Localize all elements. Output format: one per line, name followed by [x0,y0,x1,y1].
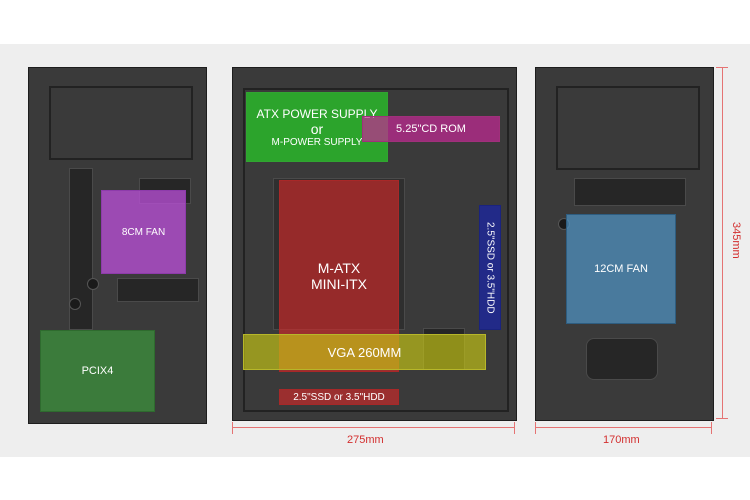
motherboard-label-line2: MINI-ITX [311,276,367,292]
bottom-drive-label: 2.5"SSD or 3.5"HDD [293,391,385,403]
rear-fan-label: 8CM FAN [121,226,166,238]
rear-vent-slot [117,278,199,302]
vga-zone: VGA 260MM [243,334,486,370]
vertical-drive-zone: 2.5"SSD or 3.5"HDD [479,205,501,330]
front-drive-bay [574,178,686,206]
rear-screw-hole [69,298,81,310]
height-dimension-label: 345mm [730,222,742,259]
front-fan-zone: 12CM FAN [566,214,676,324]
front-cutout [586,338,658,380]
depth-tick-right [514,422,515,434]
psu-label-line1: ATX POWER SUPPLY [256,106,378,121]
psu-label-line2: or [310,120,324,137]
bottom-drive-zone: 2.5"SSD or 3.5"HDD [279,389,399,405]
depth-dimension-line [232,427,515,428]
height-tick-top [716,67,728,68]
width-dimension-line [535,427,712,428]
rear-io-slot [69,168,93,330]
psu-label-line3: M-POWER SUPPLY [271,136,363,148]
width-tick-right [711,422,712,434]
pcie-slots-zone: PCIX4 [40,330,155,412]
width-dimension-label: 170mm [603,434,640,446]
height-dimension-line [722,67,723,419]
vga-label: VGA 260MM [327,344,402,360]
height-tick-bottom [716,418,728,419]
width-tick-left [535,422,536,434]
side-inner-frame [243,88,509,412]
front-fan-label: 12CM FAN [594,263,648,275]
rear-fan-zone: 8CM FAN [101,190,186,274]
vertical-drive-label: 2.5"SSD or 3.5"HDD [484,221,496,314]
depth-tick-left [232,422,233,434]
pcie-slots-label: PCIX4 [81,365,114,377]
cdrom-bay-zone: 5.25"CD ROM [362,116,500,142]
motherboard-label-line1: M-ATX [317,260,361,276]
depth-dimension-label: 275mm [347,434,384,446]
cdrom-bay-label: 5.25"CD ROM [396,123,466,135]
rear-top-frame [49,86,193,160]
rear-screw-hole [87,278,99,290]
front-top-frame [556,86,700,170]
